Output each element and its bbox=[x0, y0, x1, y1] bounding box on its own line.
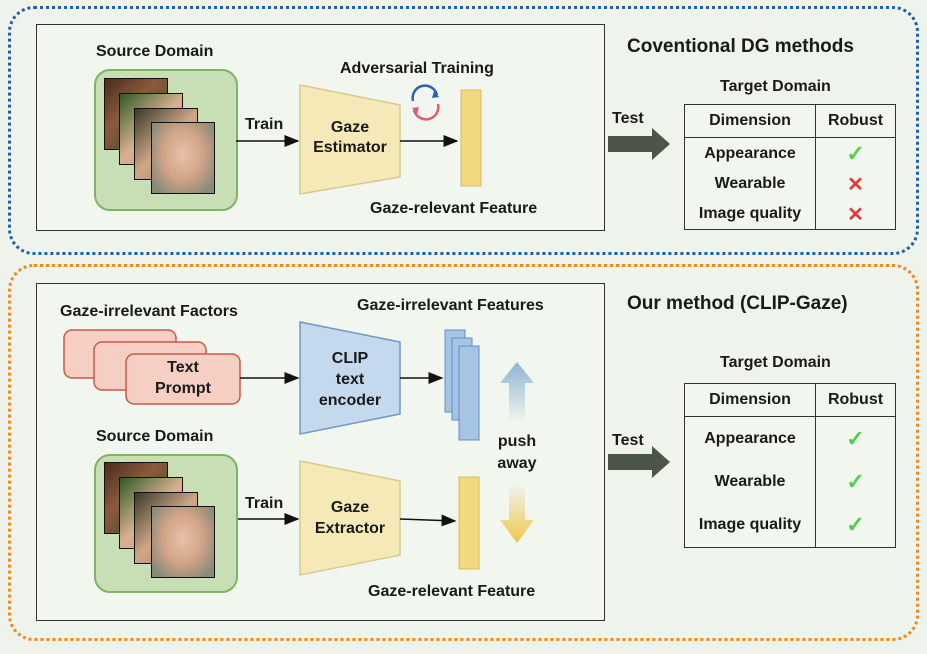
top-test-arrow bbox=[608, 128, 670, 160]
top-feature-label: Gaze-relevant Feature bbox=[370, 200, 538, 217]
clip-encoder-trapezoid bbox=[299, 321, 401, 435]
bottom-test-arrow bbox=[608, 446, 670, 478]
check-icon: ✓ bbox=[815, 137, 896, 170]
face-image bbox=[151, 122, 215, 194]
cross-icon: ✕ bbox=[815, 199, 896, 231]
irrelevant-factors-label: Gaze-irrelevant Factors bbox=[60, 303, 238, 320]
push-away-label: push away bbox=[487, 431, 547, 475]
check-icon: ✓ bbox=[815, 503, 896, 548]
table-cell-dimension: Image quality bbox=[684, 503, 816, 548]
check-icon: ✓ bbox=[815, 416, 896, 461]
table-cell-dimension: Appearance bbox=[684, 137, 816, 170]
estimator-label-line: Gaze bbox=[330, 119, 370, 136]
bottom-panel-border bbox=[8, 264, 919, 641]
cross-icon: ✕ bbox=[815, 169, 896, 200]
top-test-label: Test bbox=[612, 110, 644, 127]
irrelevant-features-label: Gaze-irrelevant Features bbox=[357, 297, 544, 314]
irrelevant-feature-bar bbox=[458, 345, 480, 441]
clip-label-line: CLIP bbox=[331, 350, 369, 367]
push-away-line: away bbox=[497, 455, 537, 472]
text-prompt-line: Prompt bbox=[155, 380, 211, 397]
bottom-target-table: Dimension Robust Appearance ✓ Wearable ✓… bbox=[684, 383, 896, 548]
table-header-dimension: Dimension bbox=[684, 104, 816, 138]
top-train-label: Train bbox=[245, 116, 284, 133]
top-gaze-feature-bar bbox=[460, 89, 482, 187]
clip-label-line: encoder bbox=[318, 392, 382, 409]
extractor-label: Gaze Extractor bbox=[300, 497, 400, 539]
clip-label-line: text bbox=[335, 371, 365, 388]
bottom-title: Our method (CLIP-Gaze) bbox=[627, 293, 848, 314]
push-up-arrow bbox=[500, 362, 534, 420]
push-down-arrow bbox=[500, 486, 534, 543]
check-icon: ✓ bbox=[815, 460, 896, 504]
extractor-label-line: Gaze bbox=[330, 499, 370, 516]
table-cell-dimension: Wearable bbox=[684, 169, 816, 200]
face-image bbox=[151, 506, 215, 578]
clip-encoder-label: CLIP text encoder bbox=[300, 348, 400, 411]
top-target-domain-label: Target Domain bbox=[720, 78, 831, 95]
text-prompt-card bbox=[125, 353, 241, 405]
table-cell-dimension: Image quality bbox=[684, 199, 816, 231]
top-panel-border bbox=[8, 6, 919, 255]
bottom-train-label: Train bbox=[245, 495, 284, 512]
table-header-robust: Robust bbox=[815, 104, 896, 138]
bottom-test-label: Test bbox=[612, 432, 644, 449]
bottom-gaze-feature-bar bbox=[458, 476, 480, 570]
push-away-line: push bbox=[497, 433, 537, 450]
gaze-estimator-trapezoid bbox=[299, 84, 401, 195]
adversarial-cycle-icon bbox=[411, 84, 440, 121]
estimator-label: Gaze Estimator bbox=[300, 118, 400, 158]
gaze-extractor-trapezoid bbox=[299, 460, 401, 576]
table-cell-dimension: Wearable bbox=[684, 460, 816, 504]
extractor-arrow bbox=[399, 514, 457, 527]
bottom-source-domain-label: Source Domain bbox=[96, 428, 214, 445]
table-cell-dimension: Appearance bbox=[684, 416, 816, 461]
text-prompt-line: Text bbox=[167, 359, 199, 376]
bottom-target-domain-label: Target Domain bbox=[720, 354, 831, 371]
bottom-feature-label: Gaze-relevant Feature bbox=[368, 583, 536, 600]
table-header-dimension: Dimension bbox=[684, 383, 816, 417]
top-title: Coventional DG methods bbox=[627, 36, 854, 57]
estimator-label-line: Estimator bbox=[313, 139, 387, 156]
top-source-domain-label: Source Domain bbox=[96, 43, 214, 60]
top-target-table: Dimension Robust Appearance ✓ Wearable ✕… bbox=[684, 104, 896, 231]
table-header-robust: Robust bbox=[815, 383, 896, 417]
top-adversarial-label: Adversarial Training bbox=[340, 60, 494, 77]
text-prompt-label: Text Prompt bbox=[126, 357, 240, 399]
extractor-label-line: Extractor bbox=[314, 520, 386, 537]
